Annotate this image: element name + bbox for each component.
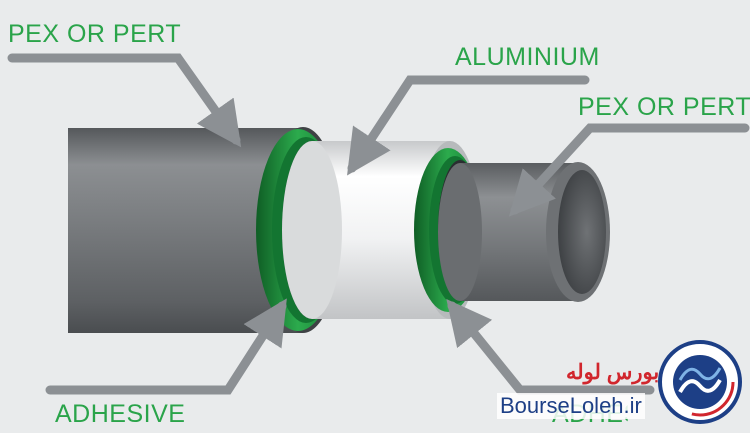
label-outer-pex: PEX OR PERT [8,20,182,48]
leader-adhesive-outer [45,298,287,395]
watermark-site: BourseLoleh.ir [497,393,645,419]
brand-logo-icon [658,340,742,424]
leader-lines [7,53,750,395]
label-aluminium: ALUMINIUM [455,43,600,71]
leader-inner-pex [508,123,750,217]
leader-outer-pex [7,53,242,148]
leader-aluminium [347,75,590,176]
inner-pex-layer [438,162,610,302]
label-inner-pex: PEX OR PERT [578,93,750,121]
watermark-brand-persian: بورس لوله [566,361,660,384]
label-adhesive-outer: ADHESIVE [55,400,186,428]
leader-adhesive-inner [446,299,655,395]
